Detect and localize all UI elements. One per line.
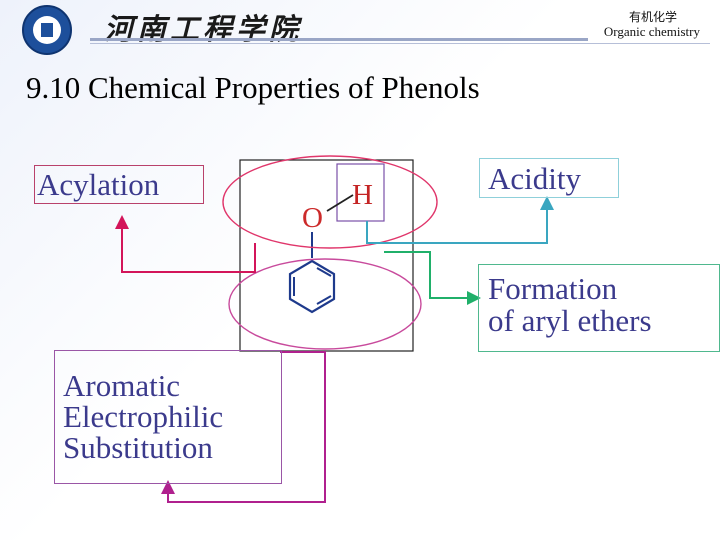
aromatic-label-line1: Aromatic	[63, 368, 181, 403]
header-divider-thin	[90, 43, 710, 44]
aromatic-arrow	[161, 351, 326, 503]
aromatic-label-line2: Electrophilic	[63, 399, 224, 434]
o-h-bond	[326, 194, 354, 212]
acidity-box: Acidity	[479, 158, 619, 198]
slide-header: 河南工程学院 有机化学 Organic chemistry	[0, 0, 720, 55]
course-title-cn: 有机化学	[628, 10, 677, 24]
logo-emblem	[33, 16, 61, 44]
acylation-label: Acylation	[37, 167, 160, 202]
ethers-arrow	[384, 251, 481, 305]
ring-double-bond	[316, 295, 332, 305]
oh-group-ellipse	[222, 155, 438, 249]
acylation-box: Acylation	[34, 165, 204, 204]
molecule-frame	[239, 159, 414, 352]
aryl-ethers-box: Formation of aryl ethers	[478, 264, 720, 352]
acidity-label: Acidity	[488, 161, 581, 196]
ethers-label-line1: Formation	[488, 271, 618, 306]
course-title-en: Organic chemistry	[603, 24, 700, 39]
logo-core	[41, 23, 53, 37]
aromatic-label-line3: Substitution	[63, 430, 213, 465]
acylation-arrow	[115, 215, 256, 273]
page-title: 9.10 Chemical Properties of Phenols	[26, 70, 480, 105]
ring-ellipse	[228, 258, 422, 350]
ethers-label-line2: of aryl ethers	[488, 302, 652, 338]
hydrogen-atom: H	[352, 179, 373, 211]
aromatic-substitution-box: Aromatic Electrophilic Substitution	[54, 350, 282, 484]
benzene-ring	[288, 259, 336, 314]
acidity-arrow	[366, 196, 554, 244]
school-logo	[22, 5, 72, 55]
header-divider	[90, 38, 588, 41]
ring-double-bond	[316, 267, 332, 277]
oxygen-atom: O	[302, 202, 323, 234]
hydrogen-highlight-box	[336, 163, 385, 222]
